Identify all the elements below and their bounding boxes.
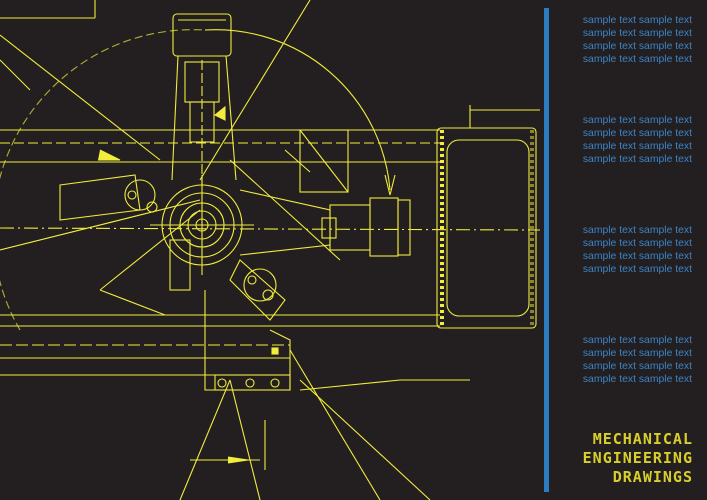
frame-lines [0,0,541,500]
text-line: sample text sample text [582,335,692,346]
arrow-icon [227,456,249,464]
text-line: sample text sample text [582,348,692,359]
arc [204,29,391,191]
arrow-icon [98,149,121,161]
text-block-1: sample text sample text sample text samp… [560,14,692,66]
text-line: sample text sample text [582,238,692,249]
text-line: sample text sample text [582,225,692,236]
text-line: sample text sample text [582,41,692,52]
text-line: sample text sample text [582,374,692,385]
text-line: sample text sample text [582,361,692,372]
lower-block [204,290,291,391]
accent-bar [544,8,549,492]
text-line: sample text sample text [582,115,692,126]
title-line: MECHANICAL [592,430,693,448]
text-block-3: sample text sample text sample text samp… [560,224,692,276]
column [169,13,237,291]
hub [150,175,254,275]
arrow-icon [213,105,226,121]
title-line: DRAWINGS [612,468,693,486]
arms [59,174,411,321]
dashed-arc [0,29,206,331]
poster-title: MECHANICAL ENGINEERING DRAWINGS [583,430,693,487]
tube-section [436,105,540,329]
text-line: sample text sample text [582,154,692,165]
text-line: sample text sample text [582,264,692,275]
text-line: sample text sample text [582,28,692,39]
title-line: ENGINEERING [582,449,693,467]
text-block-4: sample text sample text sample text samp… [560,334,692,386]
text-line: sample text sample text [582,54,692,65]
text-line: sample text sample text [582,15,692,26]
text-line: sample text sample text [582,141,692,152]
text-block-2: sample text sample text sample text samp… [560,114,692,166]
arrow-icon [384,174,396,196]
text-line: sample text sample text [582,251,692,262]
dimensions [98,105,396,464]
text-line: sample text sample text [582,128,692,139]
